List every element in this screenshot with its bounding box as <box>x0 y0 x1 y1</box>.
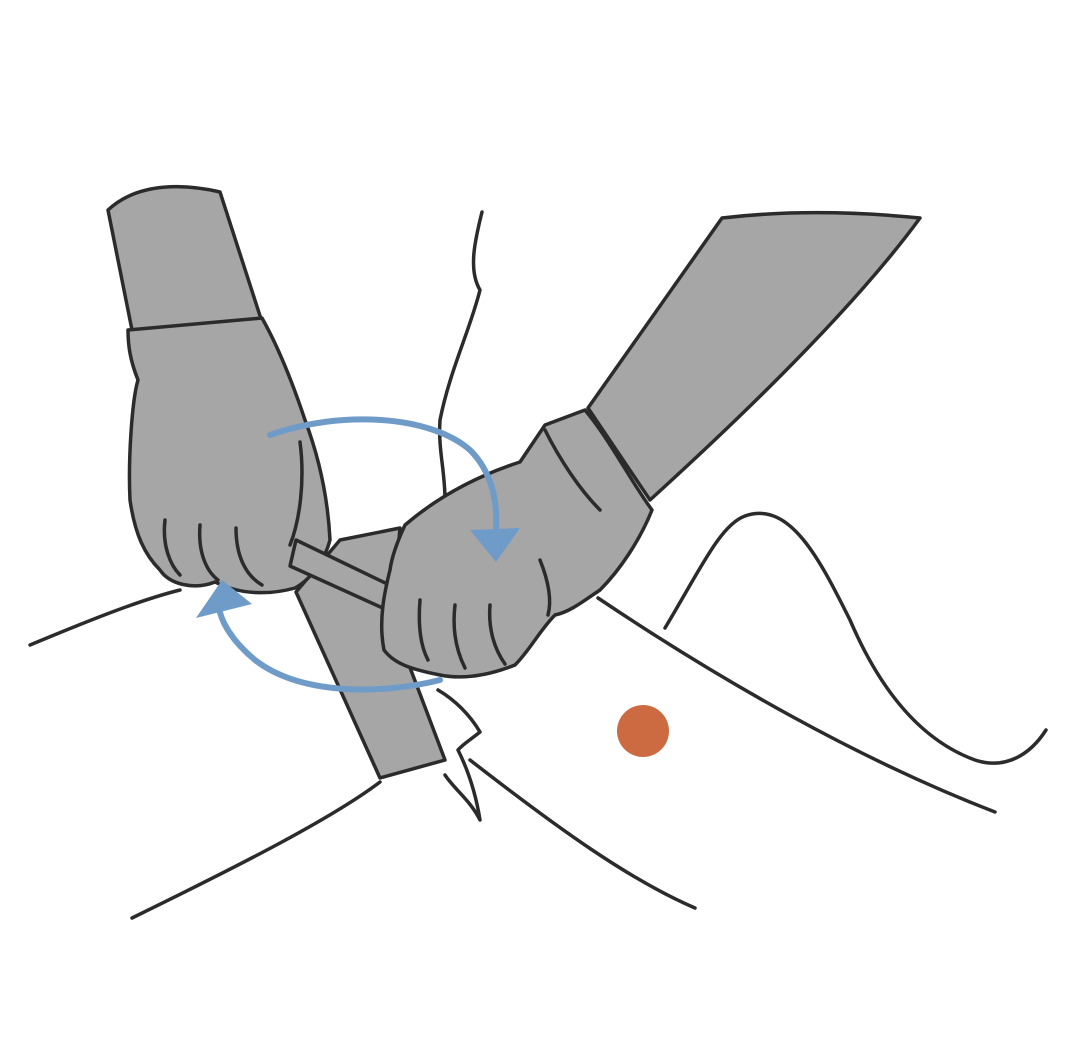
right-finger-line-1 <box>417 598 430 662</box>
right-forearm-sleeve <box>586 210 922 502</box>
limb-right-upper-edge <box>596 596 997 814</box>
limb-lower-contour <box>130 780 382 920</box>
right-finger-line-2 <box>452 603 467 670</box>
left-forearm-sleeve <box>106 184 264 332</box>
rotation-arrow-bottom-head <box>196 580 252 618</box>
right-finger-line-3 <box>487 603 507 666</box>
clothing-fold <box>437 210 484 502</box>
left-arm <box>106 184 332 595</box>
rotation-arrow-bottom <box>215 592 443 693</box>
right-knuckle-line <box>538 558 552 617</box>
left-finger-line-2 <box>197 523 220 582</box>
rotation-arrow-top <box>267 416 500 543</box>
limb-upper-contour <box>28 588 182 647</box>
patient-limb <box>28 210 1048 920</box>
limb-right-lower-edge <box>468 758 697 910</box>
right-cuff-line <box>543 428 602 512</box>
left-finger-line-3 <box>234 526 264 587</box>
rotation-arrow-top-head <box>470 528 520 562</box>
left-finger-line-1 <box>162 518 182 577</box>
rotation-arrows <box>196 416 520 693</box>
right-arm <box>379 210 922 679</box>
knee-contour <box>663 511 1048 765</box>
wound-marker <box>617 705 669 757</box>
cut-clothing-flap <box>436 688 482 822</box>
right-gloved-hand <box>379 408 654 679</box>
left-thumb-line <box>288 440 304 547</box>
